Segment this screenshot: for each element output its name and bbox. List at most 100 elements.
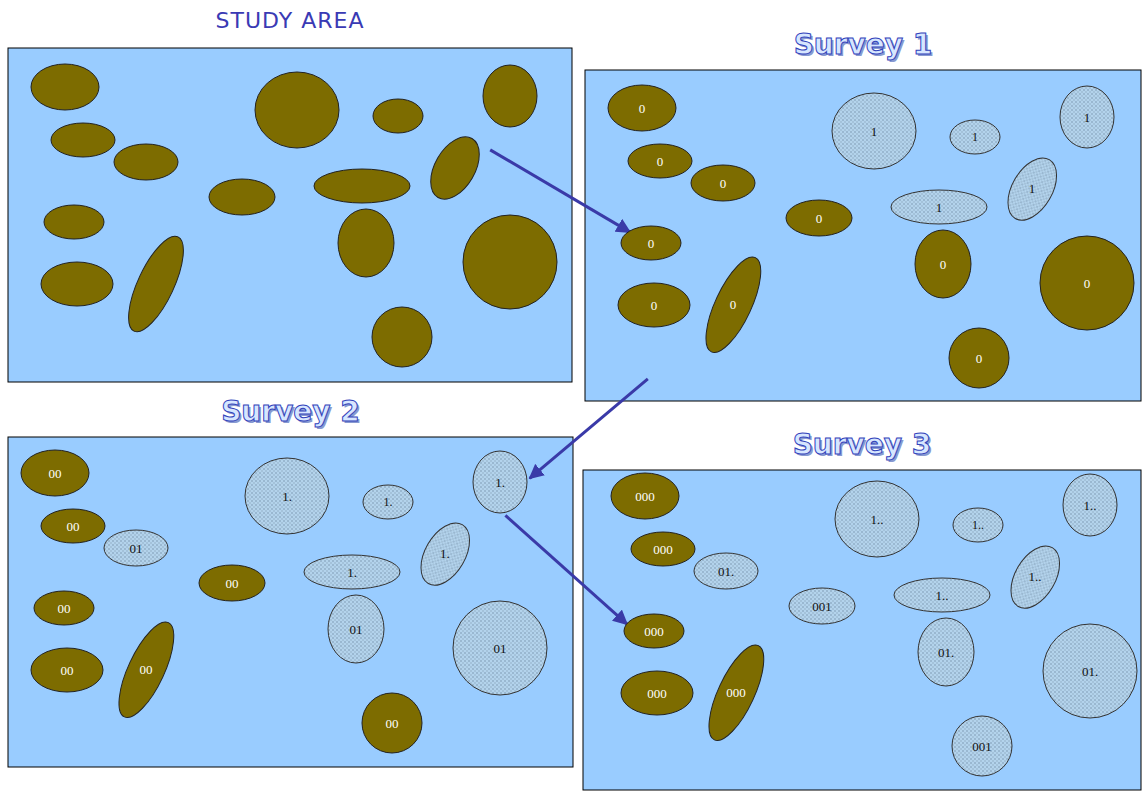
surveyed-patch: 001 (789, 588, 855, 624)
patch-code: 0 (608, 85, 676, 131)
patch-shape (694, 553, 758, 589)
patch-code: 01. (1043, 624, 1137, 718)
patch-code: 0 (786, 200, 852, 236)
patch-shape (621, 671, 693, 715)
patch-shape (608, 85, 676, 131)
survey-panel: Survey 2001.1.1.0001001.1.000100000100 (8, 437, 573, 767)
unsurveyed-patch: 000 (611, 473, 679, 519)
patch-code: 1. (245, 458, 329, 534)
patch-shape (304, 555, 400, 589)
patch-code: 00 (41, 509, 105, 543)
unsurveyed-patch: 000 (631, 532, 695, 566)
patch-code: 1 (832, 93, 916, 169)
patch-code: 00 (362, 693, 422, 753)
patch-shape (949, 328, 1009, 388)
patch-shape (245, 458, 329, 534)
unsurveyed-patch: 0 (1040, 236, 1134, 330)
patch-shape (1043, 624, 1137, 718)
patch-shape (411, 515, 480, 594)
patch-shape (21, 450, 89, 496)
surveyed-patch: 1 (891, 190, 987, 224)
patch-code: 000 (709, 645, 764, 740)
patch-code: 0 (706, 257, 761, 352)
patch-code: 001 (952, 716, 1012, 776)
surveyed-patch: 1.. (835, 481, 919, 557)
patch-shape (611, 473, 679, 519)
patch-code: 1. (473, 451, 527, 513)
surveyed-patch: 01 (104, 530, 168, 566)
unsurveyed-patch: 0 (608, 85, 676, 131)
patch-code: 0 (949, 328, 1009, 388)
patch-code: 0 (915, 230, 971, 298)
unsurveyed-patch: 00 (34, 591, 94, 625)
unsurveyed-patch: 0 (706, 257, 761, 352)
patch (31, 64, 99, 110)
unsurveyed-patch: 00 (362, 693, 422, 753)
patch-code: 0 (691, 165, 755, 201)
surveyed-patch: 1. (363, 485, 413, 519)
panel-title: STUDY AREA (8, 8, 572, 33)
patch-shape (628, 144, 692, 178)
patch-code: 000 (621, 671, 693, 715)
patch-shape (41, 509, 105, 543)
surveyed-patch: 1 (832, 93, 916, 169)
patch-shape (362, 693, 422, 753)
survey-panel: STUDY AREA (8, 48, 572, 382)
patch-code: 001 (789, 588, 855, 624)
unsurveyed-patch: 0 (628, 144, 692, 178)
patch-code: 1.. (835, 481, 919, 557)
patch-shape (1063, 474, 1117, 536)
unsurveyed-patch: 0 (786, 200, 852, 236)
unsurveyed-patch: 00 (31, 648, 103, 692)
patch-code: 01 (104, 530, 168, 566)
unsurveyed-patch: 0 (915, 230, 971, 298)
surveyed-patch: 01 (328, 595, 384, 663)
surveyed-patch: 1. (421, 523, 470, 585)
panel-ground (583, 470, 1141, 790)
patch-code: 1 (950, 120, 1000, 154)
unsurveyed-patch: 0 (691, 165, 755, 201)
patch-shape (786, 200, 852, 236)
unsurveyed-patch: 00 (119, 622, 174, 717)
unsurveyed-patch: 00 (41, 509, 105, 543)
patch-code: 00 (31, 648, 103, 692)
study-patches (31, 64, 557, 367)
panel-ground (8, 48, 572, 382)
patch-code: 1.. (1011, 546, 1060, 608)
patch (255, 72, 339, 148)
unsurveyed-patch: 00 (21, 450, 89, 496)
surveyed-patch: 01. (1043, 624, 1137, 718)
patch (118, 229, 195, 338)
patch-code: 00 (199, 565, 265, 601)
surveyed-patch: 1 (950, 120, 1000, 154)
patch (338, 209, 394, 277)
patch-code: 0 (618, 283, 690, 327)
unsurveyed-patch: 000 (621, 671, 693, 715)
patch-code: 00 (34, 591, 94, 625)
survey-panel: Survey 1011100011000000 (585, 70, 1141, 401)
patch-shape (915, 230, 971, 298)
surveyed-patch: 1. (473, 451, 527, 513)
patch-code: 01. (918, 618, 974, 686)
patch (51, 123, 115, 157)
patch (373, 99, 423, 133)
surveyed-patch: 1.. (1063, 474, 1117, 536)
patch-code: 1.. (953, 508, 1003, 542)
unsurveyed-patch: 000 (709, 645, 764, 740)
patch (41, 262, 113, 306)
surveyed-patch: 1 (1060, 86, 1114, 148)
surveyed-patch: 1.. (1011, 546, 1060, 608)
patch-shape (328, 595, 384, 663)
surveyed-patch: 001 (952, 716, 1012, 776)
surveyed-patch: 1. (245, 458, 329, 534)
patch-code: 1 (1060, 86, 1114, 148)
patch-code: 1. (421, 523, 470, 585)
patch-code: 1.. (1063, 474, 1117, 536)
patch-shape (34, 591, 94, 625)
patch-shape (199, 565, 265, 601)
patch (421, 129, 490, 208)
